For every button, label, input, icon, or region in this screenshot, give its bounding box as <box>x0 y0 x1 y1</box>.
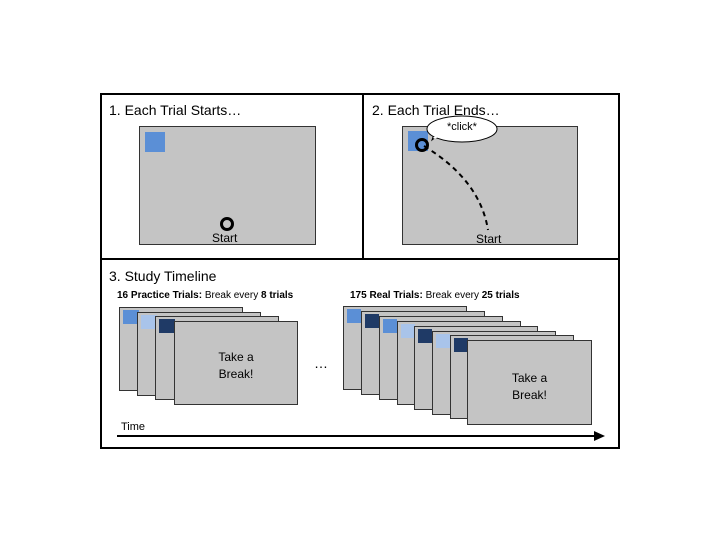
figure-frame <box>100 93 620 449</box>
start-label: Start <box>212 231 238 245</box>
real-break-card: Take a Break! <box>467 340 592 425</box>
real-text: Break every <box>422 290 482 301</box>
click-bubble <box>426 115 498 143</box>
cursor-end-ring <box>415 138 429 152</box>
break-line2: Break! <box>512 388 547 402</box>
practice-break-interval: 8 trials <box>260 290 294 301</box>
cursor-path <box>423 145 489 231</box>
practice-count: 16 Practice Trials: <box>117 290 203 301</box>
panel1-title: 1. Each Trial Starts… <box>109 102 242 118</box>
start-label: Start <box>476 232 502 246</box>
time-arrow-head <box>594 431 605 441</box>
panel-divider-horizontal <box>100 258 620 260</box>
break-line1: Take a <box>511 371 548 385</box>
panel1-trial-screen: Start <box>139 126 316 245</box>
break-line2: Break! <box>218 367 254 381</box>
practice-break-card: Take a Break! <box>174 321 298 405</box>
real-count: 175 Real Trials: <box>350 290 423 301</box>
panel3-title: 3. Study Timeline <box>109 268 217 284</box>
ellipsis: … <box>314 355 328 371</box>
real-trials-label: 175 Real Trials: Break every 25 trials <box>350 290 520 301</box>
practice-text: Break every <box>202 290 261 301</box>
practice-trials-label: 16 Practice Trials: Break every 8 trials <box>117 290 293 301</box>
real-break-interval: 25 trials <box>481 290 520 301</box>
panel-divider-vertical <box>362 93 364 259</box>
break-line1: Take a <box>218 350 254 364</box>
panel2-title: 2. Each Trial Ends… <box>372 102 500 118</box>
time-label: Time <box>121 421 146 433</box>
cursor-start-ring <box>220 217 234 231</box>
target-square <box>145 132 165 152</box>
click-bubble-text: *click* <box>447 121 477 133</box>
